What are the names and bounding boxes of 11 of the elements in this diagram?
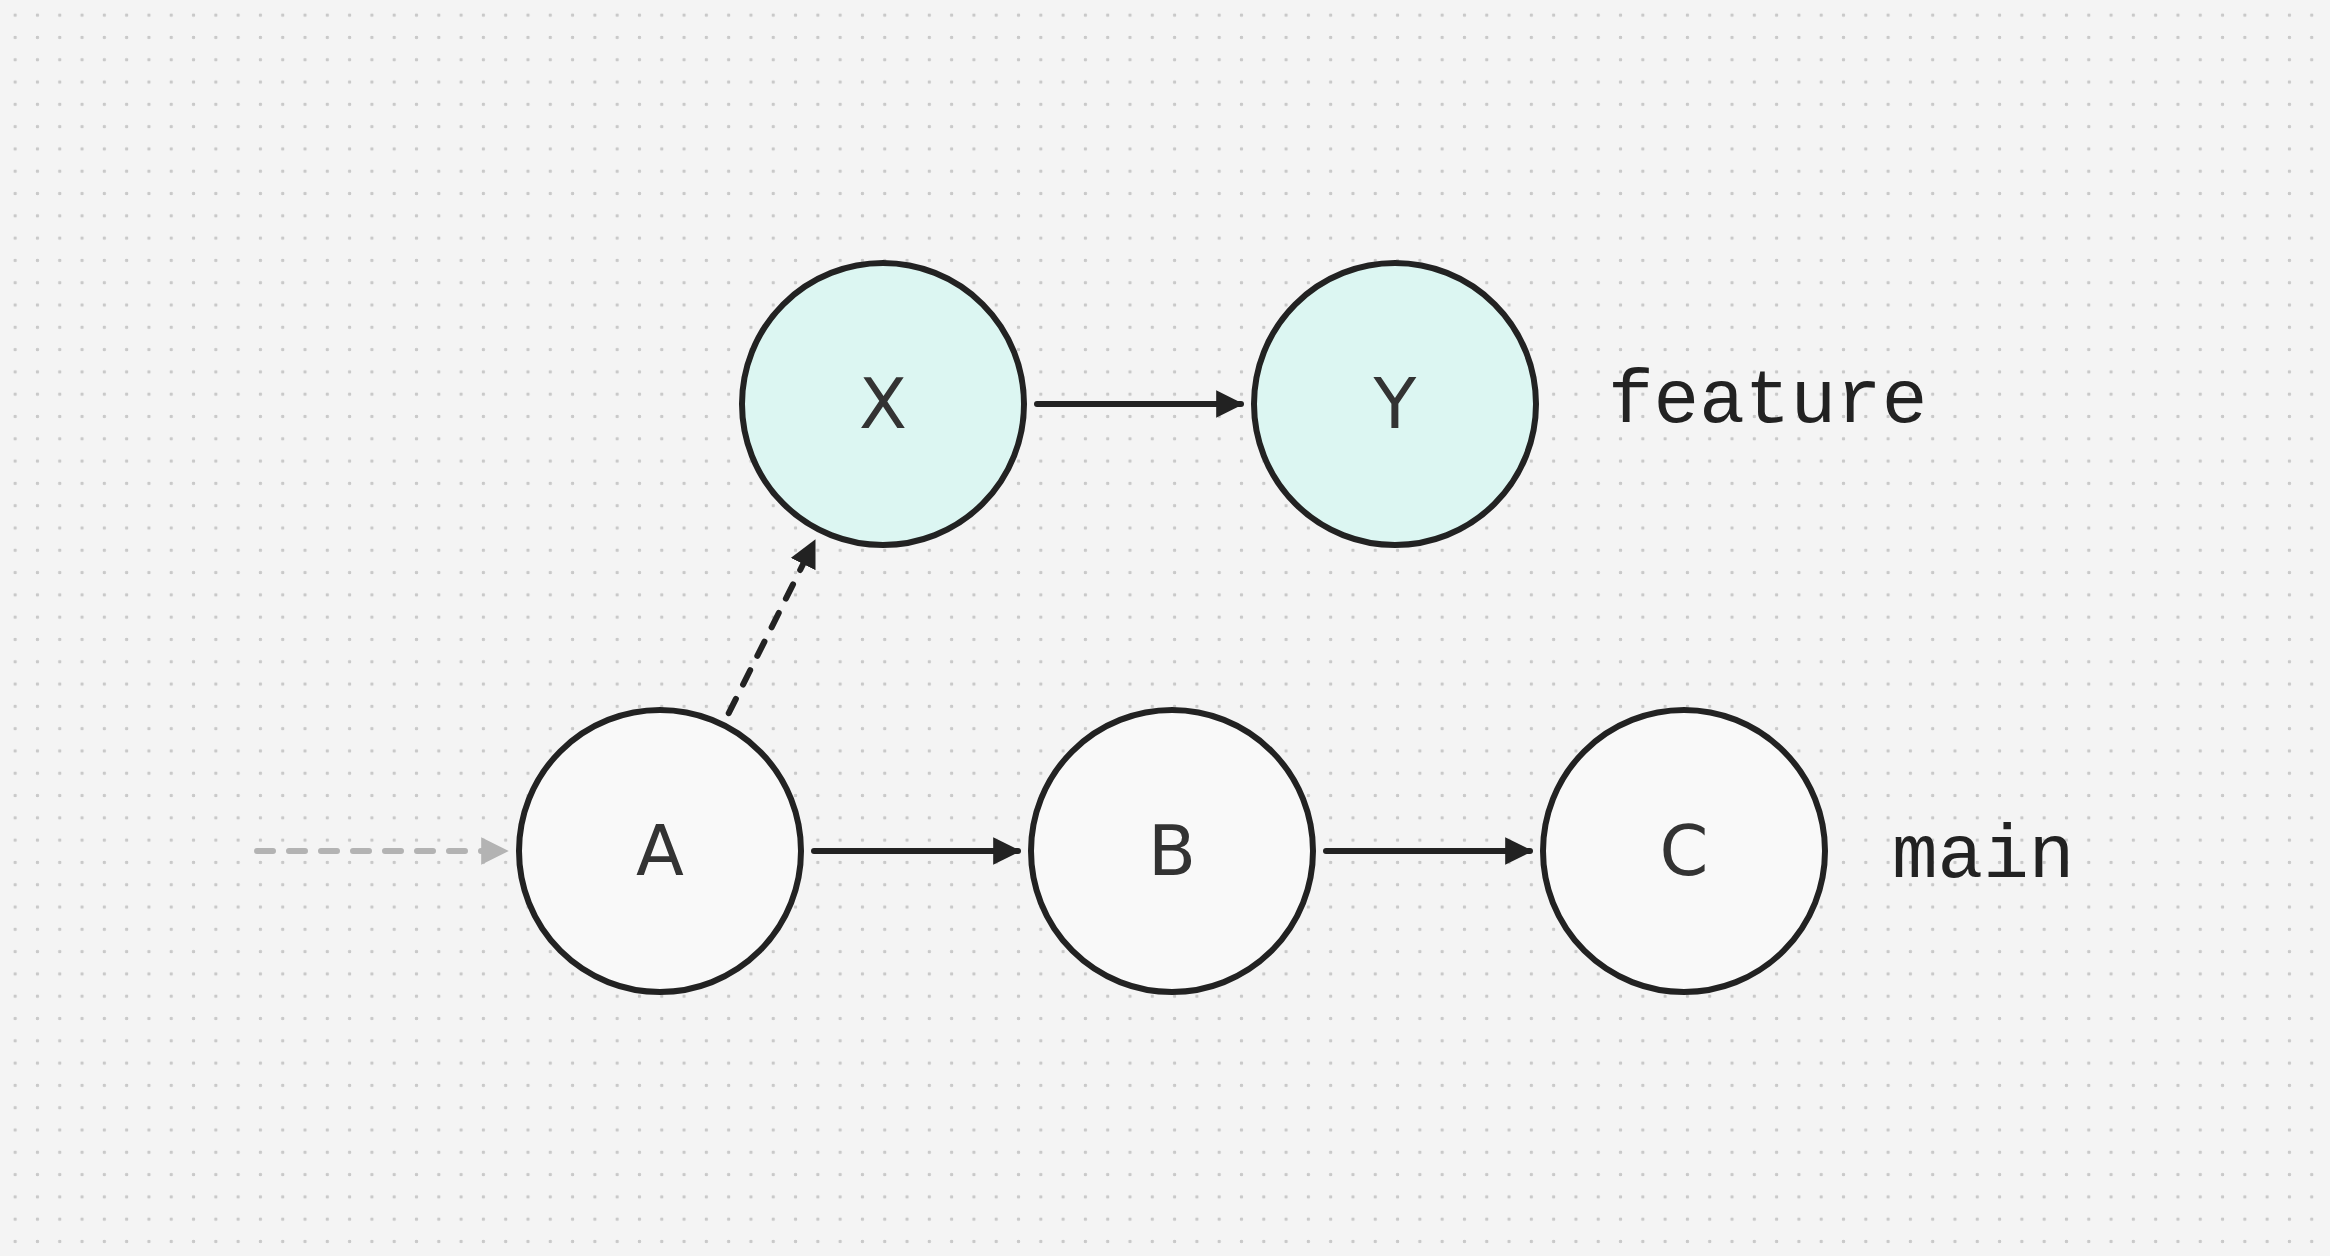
arrow <box>1034 390 1244 418</box>
arrow <box>725 538 818 717</box>
commit-label: Y <box>1373 369 1417 439</box>
arrow <box>254 837 509 865</box>
commit-label: B <box>1148 816 1196 886</box>
arrow <box>811 837 1021 865</box>
commit-label: C <box>1659 816 1709 886</box>
commit-label: X <box>859 369 907 439</box>
commit-label: A <box>636 816 684 886</box>
branch-label: feature <box>1608 364 1928 440</box>
branch-label: main <box>1892 819 2075 895</box>
